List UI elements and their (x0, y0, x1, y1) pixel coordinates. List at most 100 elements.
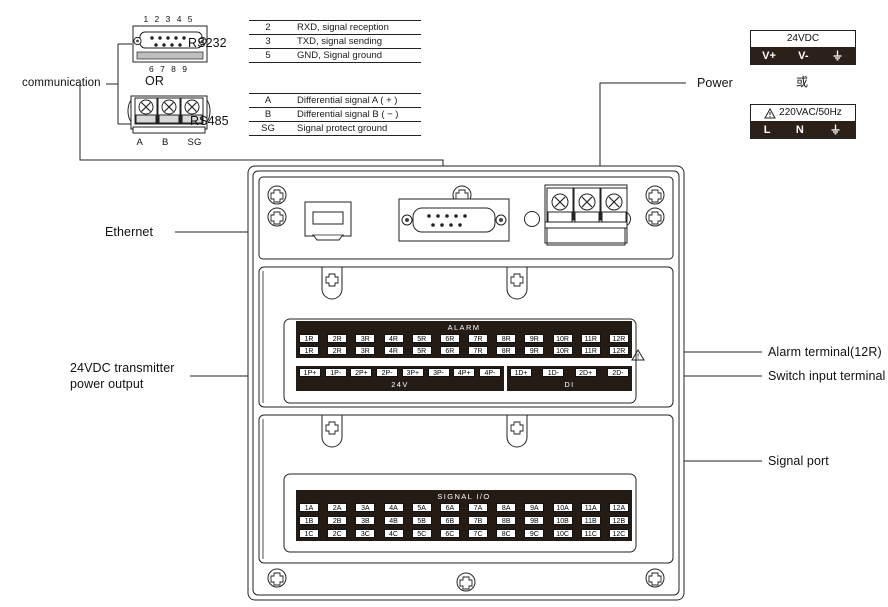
terminal-pad[interactable]: 2B (327, 516, 348, 525)
terminal-pad[interactable]: 4R (383, 346, 404, 355)
terminal-pad[interactable]: 3A (355, 503, 376, 512)
terminal-pad[interactable]: 11B (580, 516, 601, 525)
transmitter-power-line2: power output (70, 377, 144, 391)
terminal-pad[interactable]: 3P- (427, 368, 450, 377)
terminal-pad[interactable]: 1B (299, 516, 319, 525)
terminal-pad[interactable]: 11C (580, 529, 601, 538)
terminal-pad[interactable]: 12R (608, 334, 629, 343)
rs485-terminal-graphic (127, 95, 211, 134)
terminal-pad[interactable]: 5R (411, 346, 432, 355)
terminal-pad[interactable]: 7R (468, 346, 489, 355)
terminal-pad[interactable]: 8B (496, 516, 517, 525)
terminal-pad[interactable]: 12C (608, 529, 629, 538)
terminal-pad[interactable]: 1R (299, 346, 319, 355)
terminal-pad[interactable]: 11R (580, 334, 601, 343)
terminal-pad[interactable]: 2C (327, 529, 348, 538)
terminal-pad[interactable]: 8R (496, 346, 517, 355)
terminal-pad[interactable]: 8R (496, 334, 517, 343)
terminal-pad[interactable]: 2D+ (574, 368, 597, 377)
terminal-pad[interactable]: 1C (299, 529, 319, 538)
terminal-pad[interactable]: 10R (552, 346, 573, 355)
terminal-pad[interactable]: 2P+ (350, 368, 373, 377)
terminal-pad[interactable]: 9A (524, 503, 545, 512)
terminal-pad[interactable]: 1P+ (299, 368, 321, 377)
terminal-pad[interactable]: 1A (299, 503, 319, 512)
terminal-pad[interactable]: 7B (468, 516, 489, 525)
screw-icon (645, 207, 665, 227)
terminal-pad[interactable]: 12A (608, 503, 629, 512)
terminal-pad[interactable]: 4B (383, 516, 404, 525)
power-220vac-pins: L N (751, 121, 855, 138)
terminal-pad[interactable]: 4P- (478, 368, 501, 377)
terminal-pad[interactable]: 9C (524, 529, 545, 538)
screw-icon (645, 185, 665, 205)
terminal-pad[interactable]: 5R (411, 334, 432, 343)
rs485-pin-0: A (249, 93, 287, 108)
terminal-pad[interactable]: 1D- (542, 368, 565, 377)
terminal-pad[interactable]: 4P+ (453, 368, 476, 377)
terminal-pad[interactable]: 10A (552, 503, 573, 512)
terminal-pad[interactable]: 10R (552, 334, 573, 343)
terminal-pad[interactable]: 5C (411, 529, 432, 538)
terminal-pad[interactable]: 3R (355, 346, 376, 355)
terminal-pad[interactable]: 4C (383, 529, 404, 538)
terminal-pad[interactable]: 3P+ (401, 368, 424, 377)
screw-icon (267, 568, 287, 588)
terminal-pad[interactable]: 7R (468, 334, 489, 343)
rs485-label-b: B (162, 137, 169, 148)
terminal-pad[interactable]: 9R (524, 346, 545, 355)
ethernet-rj45-port (304, 201, 352, 241)
rs232-pin-0: 2 (249, 20, 287, 35)
terminal-pad[interactable]: 3R (355, 334, 376, 343)
rs485-connector-group: A B SG (127, 94, 211, 148)
terminal-pad[interactable]: 3B (355, 516, 376, 525)
rs232-desc-1: TXD, signal sending (287, 34, 421, 49)
terminal-pad[interactable]: 2P- (376, 368, 399, 377)
terminal-pad[interactable]: 8C (496, 529, 517, 538)
screw-icon (267, 185, 287, 205)
terminal-pad[interactable]: 2D- (606, 368, 629, 377)
terminal-pad[interactable]: 7C (468, 529, 489, 538)
terminal-pad[interactable]: 5A (411, 503, 432, 512)
terminal-pad[interactable]: 6R (439, 334, 460, 343)
screw-icon (506, 414, 528, 448)
terminal-pad[interactable]: 7A (468, 503, 489, 512)
alarm-terminal-label: Alarm terminal(12R) (768, 345, 882, 359)
terminal-pad[interactable]: 9R (524, 334, 545, 343)
ground-symbol-ac (831, 124, 840, 135)
terminal-pad[interactable]: 9B (524, 516, 545, 525)
transmitter-power-line1: 24VDC transmitter (70, 361, 175, 375)
terminal-pad[interactable]: 10C (552, 529, 573, 538)
terminal-pad[interactable]: 10B (552, 516, 573, 525)
terminal-pad[interactable]: 6C (439, 529, 460, 538)
terminal-pad[interactable]: 2R (327, 334, 348, 343)
terminal-pad[interactable]: 2A (327, 503, 348, 512)
terminal-pad[interactable]: 8A (496, 503, 517, 512)
pin-l: L (763, 123, 771, 136)
db9-serial-port (398, 198, 510, 242)
terminal-pad[interactable]: 3C (355, 529, 376, 538)
screw-icon (645, 568, 665, 588)
power-terminal-block (524, 184, 631, 246)
terminal-pad[interactable]: 11A (580, 503, 601, 512)
pin-v-minus: V- (798, 49, 809, 62)
power-24vdc-title: 24VDC (751, 31, 855, 47)
terminal-pad[interactable]: 2R (327, 346, 348, 355)
table-row: 3 TXD, signal sending (249, 34, 421, 49)
rs485-desc-1: Differential signal B ( − ) (287, 107, 421, 122)
terminal-pad[interactable]: 12B (608, 516, 629, 525)
terminal-pad[interactable]: 1D+ (510, 368, 532, 377)
terminal-pad[interactable]: 6B (439, 516, 460, 525)
terminal-pad[interactable]: 1R (299, 334, 319, 343)
terminal-pad[interactable]: 1P- (324, 368, 347, 377)
power-leader (599, 82, 686, 190)
terminal-pad[interactable]: 11R (580, 346, 601, 355)
table-row: 2 RXD, signal reception (249, 20, 421, 35)
terminal-pad[interactable]: 5B (411, 516, 432, 525)
terminal-pad[interactable]: 4A (383, 503, 404, 512)
alarm-pad-row-2: 1R 2R 3R 4R 5R 6R 7R 8R 9R 10R 11R 12R (299, 346, 629, 358)
terminal-pad[interactable]: 6R (439, 346, 460, 355)
terminal-pad[interactable]: 6A (439, 503, 460, 512)
terminal-pad[interactable]: 12R (608, 346, 629, 355)
terminal-pad[interactable]: 4R (383, 334, 404, 343)
